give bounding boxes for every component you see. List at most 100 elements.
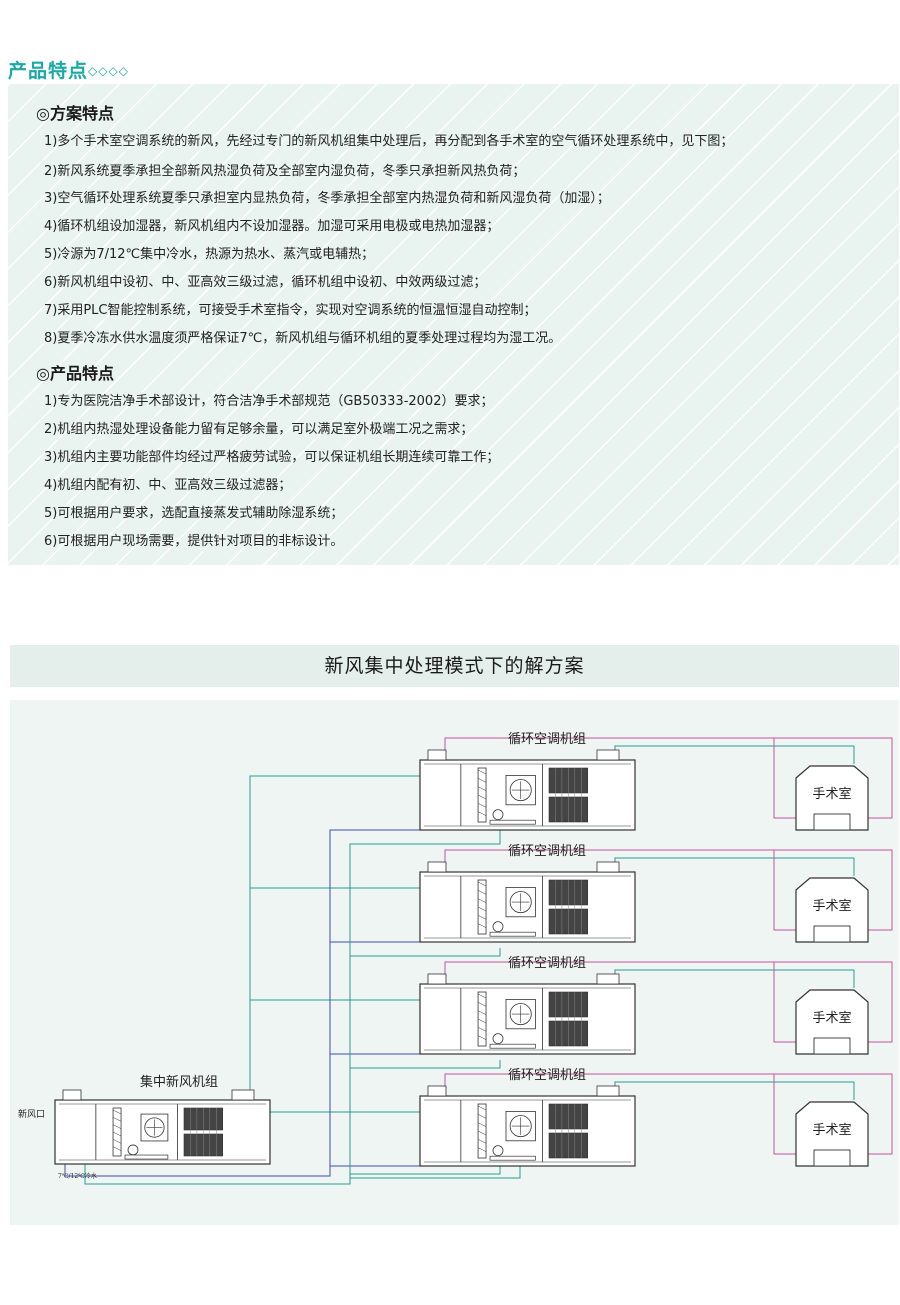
filter-pleat [477, 1010, 487, 1015]
product-item-1: 1)专为医院洁净手术部设计，符合洁净手术部规范（GB50333-2002）要求； [44, 394, 494, 409]
damper [62, 1089, 82, 1101]
circulation-unit-label-2: 循环空调机组 [508, 844, 586, 859]
filter-pleat [477, 1130, 487, 1136]
scheme-item-4: 4)循环机组设加湿器，新风机组内不设加湿器。加湿可采用电极或电热加湿器； [44, 219, 500, 234]
product-item-3: 3)机组内主要功能部件均经过严格疲劳试验，可以保证机组长期连续可靠工作； [44, 450, 500, 465]
product-item-5: 5)可根据用户要求，选配直接蒸发式辅助除湿系统； [44, 506, 344, 521]
motor [492, 921, 504, 933]
filter-pleat [477, 1027, 487, 1032]
damper [231, 1089, 255, 1101]
fresh-air-unit [54, 1089, 271, 1165]
scheme-item-3: 3)空气循环处理系统夏季只承担室内显热负荷，冬季承担全部室内热湿负荷和新风湿负荷… [44, 191, 610, 206]
chilled-water-return [84, 830, 501, 1185]
product-item-6: 6)可根据用户现场需要，提供针对项目的非标设计。 [44, 534, 344, 549]
operating-room-label-2: 手术室 [812, 898, 851, 914]
scheme-item-7: 7)采用PLC智能控制系统，可接受手术室指令，实现对空调系统的恒温恒湿自动控制； [44, 303, 537, 318]
scheme-item-1: 1)多个手术室空调系统的新风，先经过专门的新风机组集中处理后，再分配到各手术室的… [44, 134, 734, 149]
filter-pleat [477, 786, 487, 791]
fan-wheel [509, 1115, 532, 1138]
filter-pleat [477, 778, 487, 783]
filter-pleat [112, 1146, 122, 1151]
operating-room-label-4: 手术室 [812, 1122, 851, 1138]
motor [492, 809, 504, 820]
filter-pleat [477, 1002, 487, 1007]
operating-room-2 [795, 877, 869, 943]
operating-room-door [813, 925, 851, 943]
filter-pleat [477, 898, 487, 903]
damper [596, 861, 620, 873]
filter-pleat [477, 794, 487, 800]
filter-pleat [112, 1109, 122, 1115]
filter-pleat [477, 890, 487, 895]
operating-room-label-3: 手术室 [812, 1010, 851, 1026]
circulation-unit-4 [419, 1085, 636, 1167]
return-duct-4 [614, 1081, 855, 1100]
fan-wheel [509, 779, 532, 802]
circulation-unit-label-1: 循环空调机组 [508, 732, 586, 747]
operating-room-door [813, 1149, 851, 1167]
diagram-title-banner: 新风集中处理模式下的解方案 [10, 645, 899, 687]
motor [492, 1033, 504, 1045]
filter-pleat [112, 1117, 122, 1122]
filter-pleat [477, 1114, 487, 1119]
return-branch-2 [350, 1060, 501, 1069]
supply-duct-1 [444, 737, 893, 819]
room-supply-2 [773, 850, 796, 931]
scheme-heading: ◎方案特点 [36, 104, 114, 123]
product-heading: ◎产品特点 [36, 364, 114, 383]
equipment-layer [54, 749, 869, 1167]
return-duct-1 [614, 745, 855, 764]
operating-room-3 [795, 989, 869, 1055]
scheme-item-2: 2)新风系统夏季承担全部新风热湿负荷及全部室内湿负荷，冬季只承担新风热负荷； [44, 164, 526, 179]
circulation-unit-3 [419, 973, 636, 1055]
supply-duct-4 [444, 1073, 893, 1155]
supply-duct-2 [444, 849, 893, 931]
return-branch-3 [350, 1166, 501, 1175]
circulation-unit-2 [419, 861, 636, 943]
fan-base [489, 1043, 536, 1049]
motor [492, 1145, 504, 1157]
damper [427, 973, 447, 985]
room-supply-4 [773, 1074, 796, 1155]
damper [427, 861, 447, 873]
hvac-diagram-panel: 循环空调机组手术室循环空调机组手术室循环空调机组手术室循环空调机组手术室集中新风… [10, 700, 899, 1225]
return-duct-2 [614, 857, 855, 876]
filter-pleat [477, 923, 487, 928]
fan-base [124, 1154, 169, 1160]
filter-pleat [112, 1131, 122, 1137]
diamond-decoration: ◇◇◇◇ [88, 64, 129, 78]
fresh-air-main [249, 775, 420, 1090]
room-supply-3 [773, 962, 796, 1043]
filter-pleat [477, 1147, 487, 1152]
fresh-air-inlet-label: 新风口 [18, 1108, 45, 1120]
filter-pleat [477, 803, 487, 808]
feature-panel [8, 84, 899, 565]
filter-pleat [477, 881, 487, 887]
scheme-item-5: 5)冷源为7/12℃集中冷水，热源为热水、蒸汽或电辅热； [44, 247, 375, 262]
filter-pleat [112, 1124, 122, 1129]
product-item-2: 2)机组内热湿处理设备能力留有足够余量，可以满足室外极端工况之需求； [44, 422, 474, 437]
filter-pleat [112, 1139, 122, 1144]
chilled-water-label: 7℃/12℃冷水 [58, 1172, 97, 1180]
scheme-item-8: 8)夏季冷冻水供水温度须严格保证7℃，新风机组与循环机组的夏季处理过程均为湿工况… [44, 331, 562, 346]
scheme-item-6: 6)新风机组中设初、中、亚高效三级过滤，循环机组中设初、中效两级过滤； [44, 275, 487, 290]
filter-pleat [477, 1139, 487, 1144]
return-duct-3 [614, 969, 855, 988]
bottom-return-link [350, 1166, 521, 1179]
page-section-title: 产品特点◇◇◇◇ [8, 60, 129, 82]
fresh-air-unit-label: 集中新风机组 [140, 1074, 218, 1090]
room-supply-1 [773, 738, 796, 819]
filter-pleat [477, 1035, 487, 1040]
fan-wheel [509, 1003, 532, 1026]
operating-room-door [813, 813, 851, 831]
filter-pleat [477, 811, 487, 816]
diagram-labels: 循环空调机组手术室循环空调机组手术室循环空调机组手术室循环空调机组手术室集中新风… [18, 732, 852, 1180]
operating-room-1 [795, 765, 869, 831]
filter-pleat [477, 1105, 487, 1111]
filter-pleat [477, 1122, 487, 1127]
filter-pleat [477, 906, 487, 912]
supply-duct-3 [444, 961, 893, 1043]
fan-base [489, 819, 536, 825]
circulation-unit-1 [419, 749, 636, 831]
fan-base [489, 1155, 536, 1161]
